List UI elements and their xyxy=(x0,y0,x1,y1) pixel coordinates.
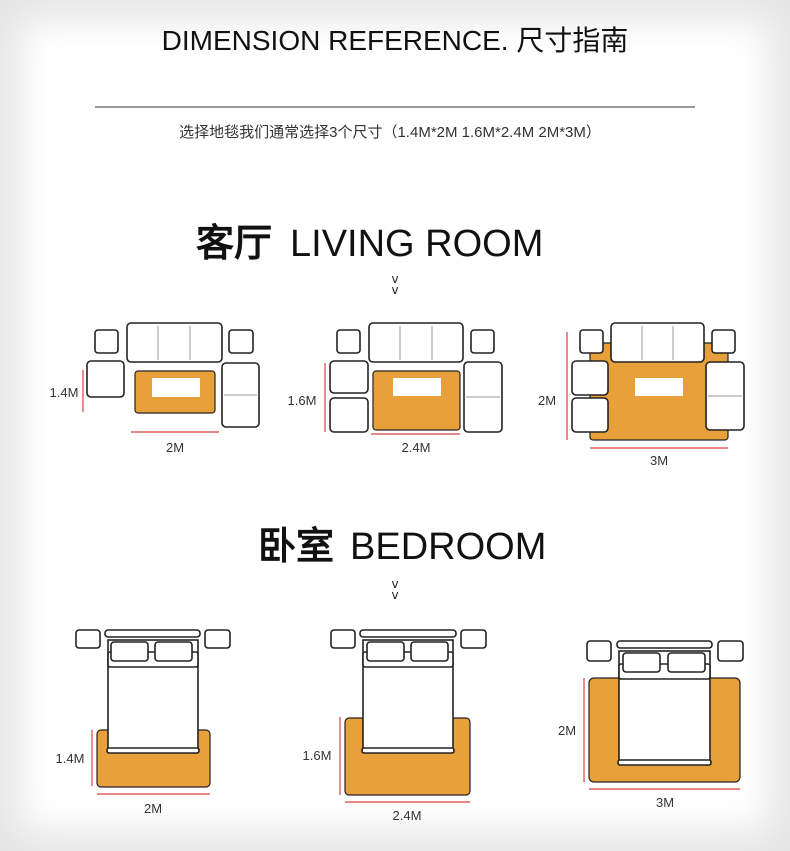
armchair xyxy=(86,360,125,398)
bedroom-heading: 卧室 BEDROOM xyxy=(258,525,546,568)
furniture-outline xyxy=(579,329,604,354)
height-label: 2M xyxy=(538,393,556,408)
furniture-outline xyxy=(359,629,457,638)
chevron-down-icon: v xyxy=(391,577,398,591)
subtitle: 选择地毯我们通常选择3个尺寸（1.4M*2M 1.6M*2.4M 2M*3M） xyxy=(179,124,601,141)
nightstand xyxy=(204,629,231,649)
width-label: 3M xyxy=(650,453,668,468)
living-room-diagram-large: 2M 3M xyxy=(538,322,745,468)
page-title: DIMENSION REFERENCE. 尺寸指南 xyxy=(162,25,629,56)
armchair xyxy=(329,397,369,433)
furniture-outline xyxy=(410,641,449,662)
furniture-outline xyxy=(571,397,609,433)
width-label: 2.4M xyxy=(402,440,431,455)
furniture-outline xyxy=(616,640,713,649)
width-label: 2M xyxy=(144,801,162,816)
width-label: 2.4M xyxy=(393,808,422,823)
sofa xyxy=(610,322,705,363)
chevron-down-icon: v xyxy=(391,283,398,297)
width-label: 3M xyxy=(656,795,674,810)
nightstand xyxy=(75,629,101,649)
sofa xyxy=(368,322,464,363)
living-room-title-en: LIVING ROOM xyxy=(290,223,543,265)
furniture-outline xyxy=(470,329,495,354)
living-room-diagram-medium: 1.6M 2.4M xyxy=(288,322,503,455)
furniture-outline xyxy=(667,652,706,673)
furniture-outline xyxy=(106,747,200,754)
height-label: 1.4M xyxy=(56,751,85,766)
bedroom-diagram-small: 1.4M 2M xyxy=(56,629,231,816)
headboard xyxy=(104,629,201,638)
bedroom-diagram-large: 2M 3M xyxy=(558,640,744,810)
height-label: 2M xyxy=(558,723,576,738)
furniture-outline xyxy=(336,329,361,354)
furniture-outline xyxy=(366,641,405,662)
bedroom-diagram-medium: 1.6M 2.4M xyxy=(303,629,487,823)
furniture-outline xyxy=(460,629,487,649)
bedroom-title-en: BEDROOM xyxy=(350,526,546,568)
coffee-table xyxy=(152,378,200,397)
coffee-table xyxy=(635,378,683,396)
pillow xyxy=(110,641,149,662)
sofa xyxy=(126,322,223,363)
furniture-outline xyxy=(361,747,455,754)
bedroom-title-cn: 卧室 xyxy=(258,525,334,568)
height-label: 1.6M xyxy=(303,748,332,763)
living-room-heading: 客厅 LIVING ROOM xyxy=(196,222,543,265)
furniture-outline xyxy=(617,759,712,766)
width-label: 2M xyxy=(166,440,184,455)
height-label: 1.4M xyxy=(50,385,79,400)
furniture-outline xyxy=(571,360,609,396)
height-label: 1.6M xyxy=(288,393,317,408)
living-room-diagram-small: 1.4M 2M xyxy=(50,322,260,455)
furniture-outline xyxy=(711,329,736,354)
furniture-outline xyxy=(330,629,356,649)
side-table xyxy=(228,329,254,354)
chevron-down-icon: v xyxy=(391,588,398,602)
chevron-down-icon: v xyxy=(391,272,398,286)
armchair xyxy=(329,360,369,394)
furniture-outline xyxy=(622,652,661,673)
coffee-table xyxy=(393,378,441,396)
pillow xyxy=(154,641,193,662)
living-room-title-cn: 客厅 xyxy=(196,222,272,265)
side-table xyxy=(94,329,119,354)
furniture-outline xyxy=(586,640,612,662)
furniture-outline xyxy=(717,640,744,662)
